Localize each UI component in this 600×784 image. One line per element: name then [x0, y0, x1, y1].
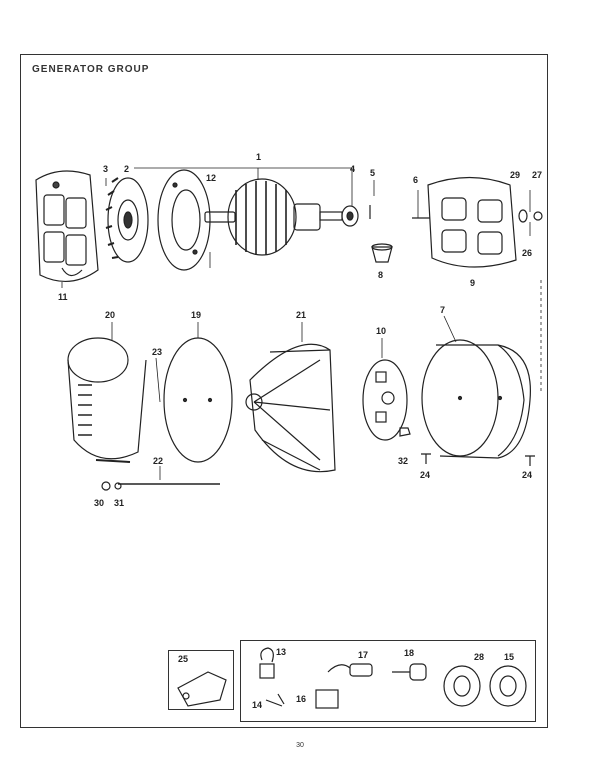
part-19-cover-plate [164, 338, 232, 462]
callout-31: 31 [114, 498, 124, 508]
callout-7: 7 [440, 305, 445, 315]
callout-12: 12 [206, 173, 216, 183]
part-11-end-frame [36, 171, 98, 281]
callout-2: 2 [124, 164, 129, 174]
callout-19: 19 [191, 310, 201, 320]
callout-4: 4 [350, 164, 355, 174]
part-32-terminal [400, 428, 410, 436]
callout-22: 22 [153, 456, 163, 466]
callout-10: 10 [376, 326, 386, 336]
callout-3: 3 [103, 164, 108, 174]
callout-9: 9 [470, 278, 475, 288]
part-2-fan [106, 178, 148, 262]
callout-32: 32 [398, 456, 408, 466]
part-8-cap [372, 244, 392, 262]
part-1-armature [205, 179, 342, 255]
inset-box-small-parts [240, 640, 536, 722]
callout-8: 8 [378, 270, 383, 280]
callout-11: 11 [58, 292, 68, 302]
part-9-field-coils [428, 178, 516, 268]
callout-21: 21 [296, 310, 306, 320]
callout-6: 6 [413, 175, 418, 185]
callout-29: 29 [510, 170, 520, 180]
part-24-screw-left [421, 454, 431, 464]
part-27-nut [534, 212, 542, 220]
callout-26: 26 [522, 248, 532, 258]
callout-24-left: 24 [420, 470, 430, 480]
callout-24-right: 24 [522, 470, 532, 480]
part-20-cover-band [68, 338, 146, 462]
page-number: 30 [0, 742, 600, 749]
callout-30: 30 [94, 498, 104, 508]
part-21-end-frame [246, 344, 335, 471]
inset-box-part-25 [168, 650, 234, 710]
callout-27: 27 [532, 170, 542, 180]
callout-23: 23 [152, 347, 162, 357]
part-7-field-frame [422, 340, 530, 458]
part-30-nut [102, 482, 110, 490]
callout-1: 1 [256, 152, 261, 162]
part-29-washer [519, 210, 527, 222]
part-24-screw-right [525, 456, 535, 466]
part-12-plate [158, 170, 210, 270]
callout-20: 20 [105, 310, 115, 320]
part-4-bearing [342, 206, 358, 226]
callout-5: 5 [370, 168, 375, 178]
